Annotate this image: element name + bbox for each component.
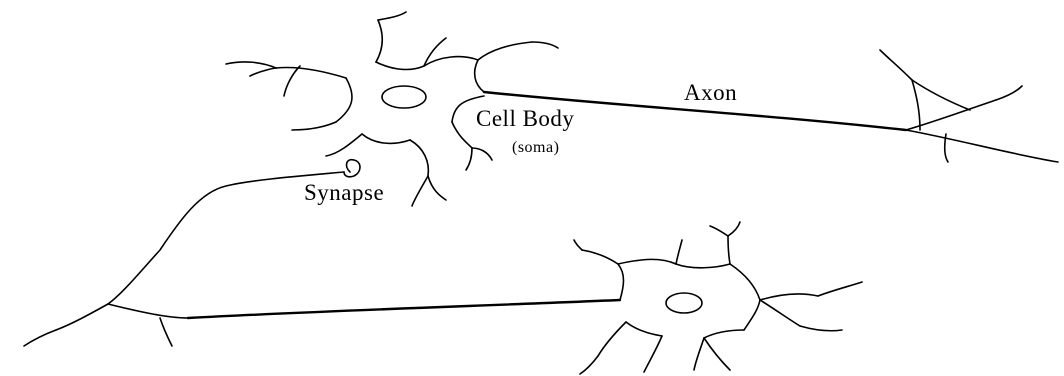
cell-body-label: Cell Body xyxy=(476,106,574,131)
lower-neuron xyxy=(574,222,862,374)
soma-label: (soma) xyxy=(512,139,559,156)
upper-cell-body xyxy=(336,57,484,176)
upper-nucleus xyxy=(382,86,426,108)
upper-axon-terminals xyxy=(880,50,1058,162)
lower-dendrites xyxy=(574,222,862,374)
lower-nucleus xyxy=(666,293,702,313)
lower-cell-body xyxy=(618,259,760,338)
synapse-label: Synapse xyxy=(304,180,384,205)
axon-label: Axon xyxy=(684,80,737,105)
lower-main-axon xyxy=(188,300,620,318)
